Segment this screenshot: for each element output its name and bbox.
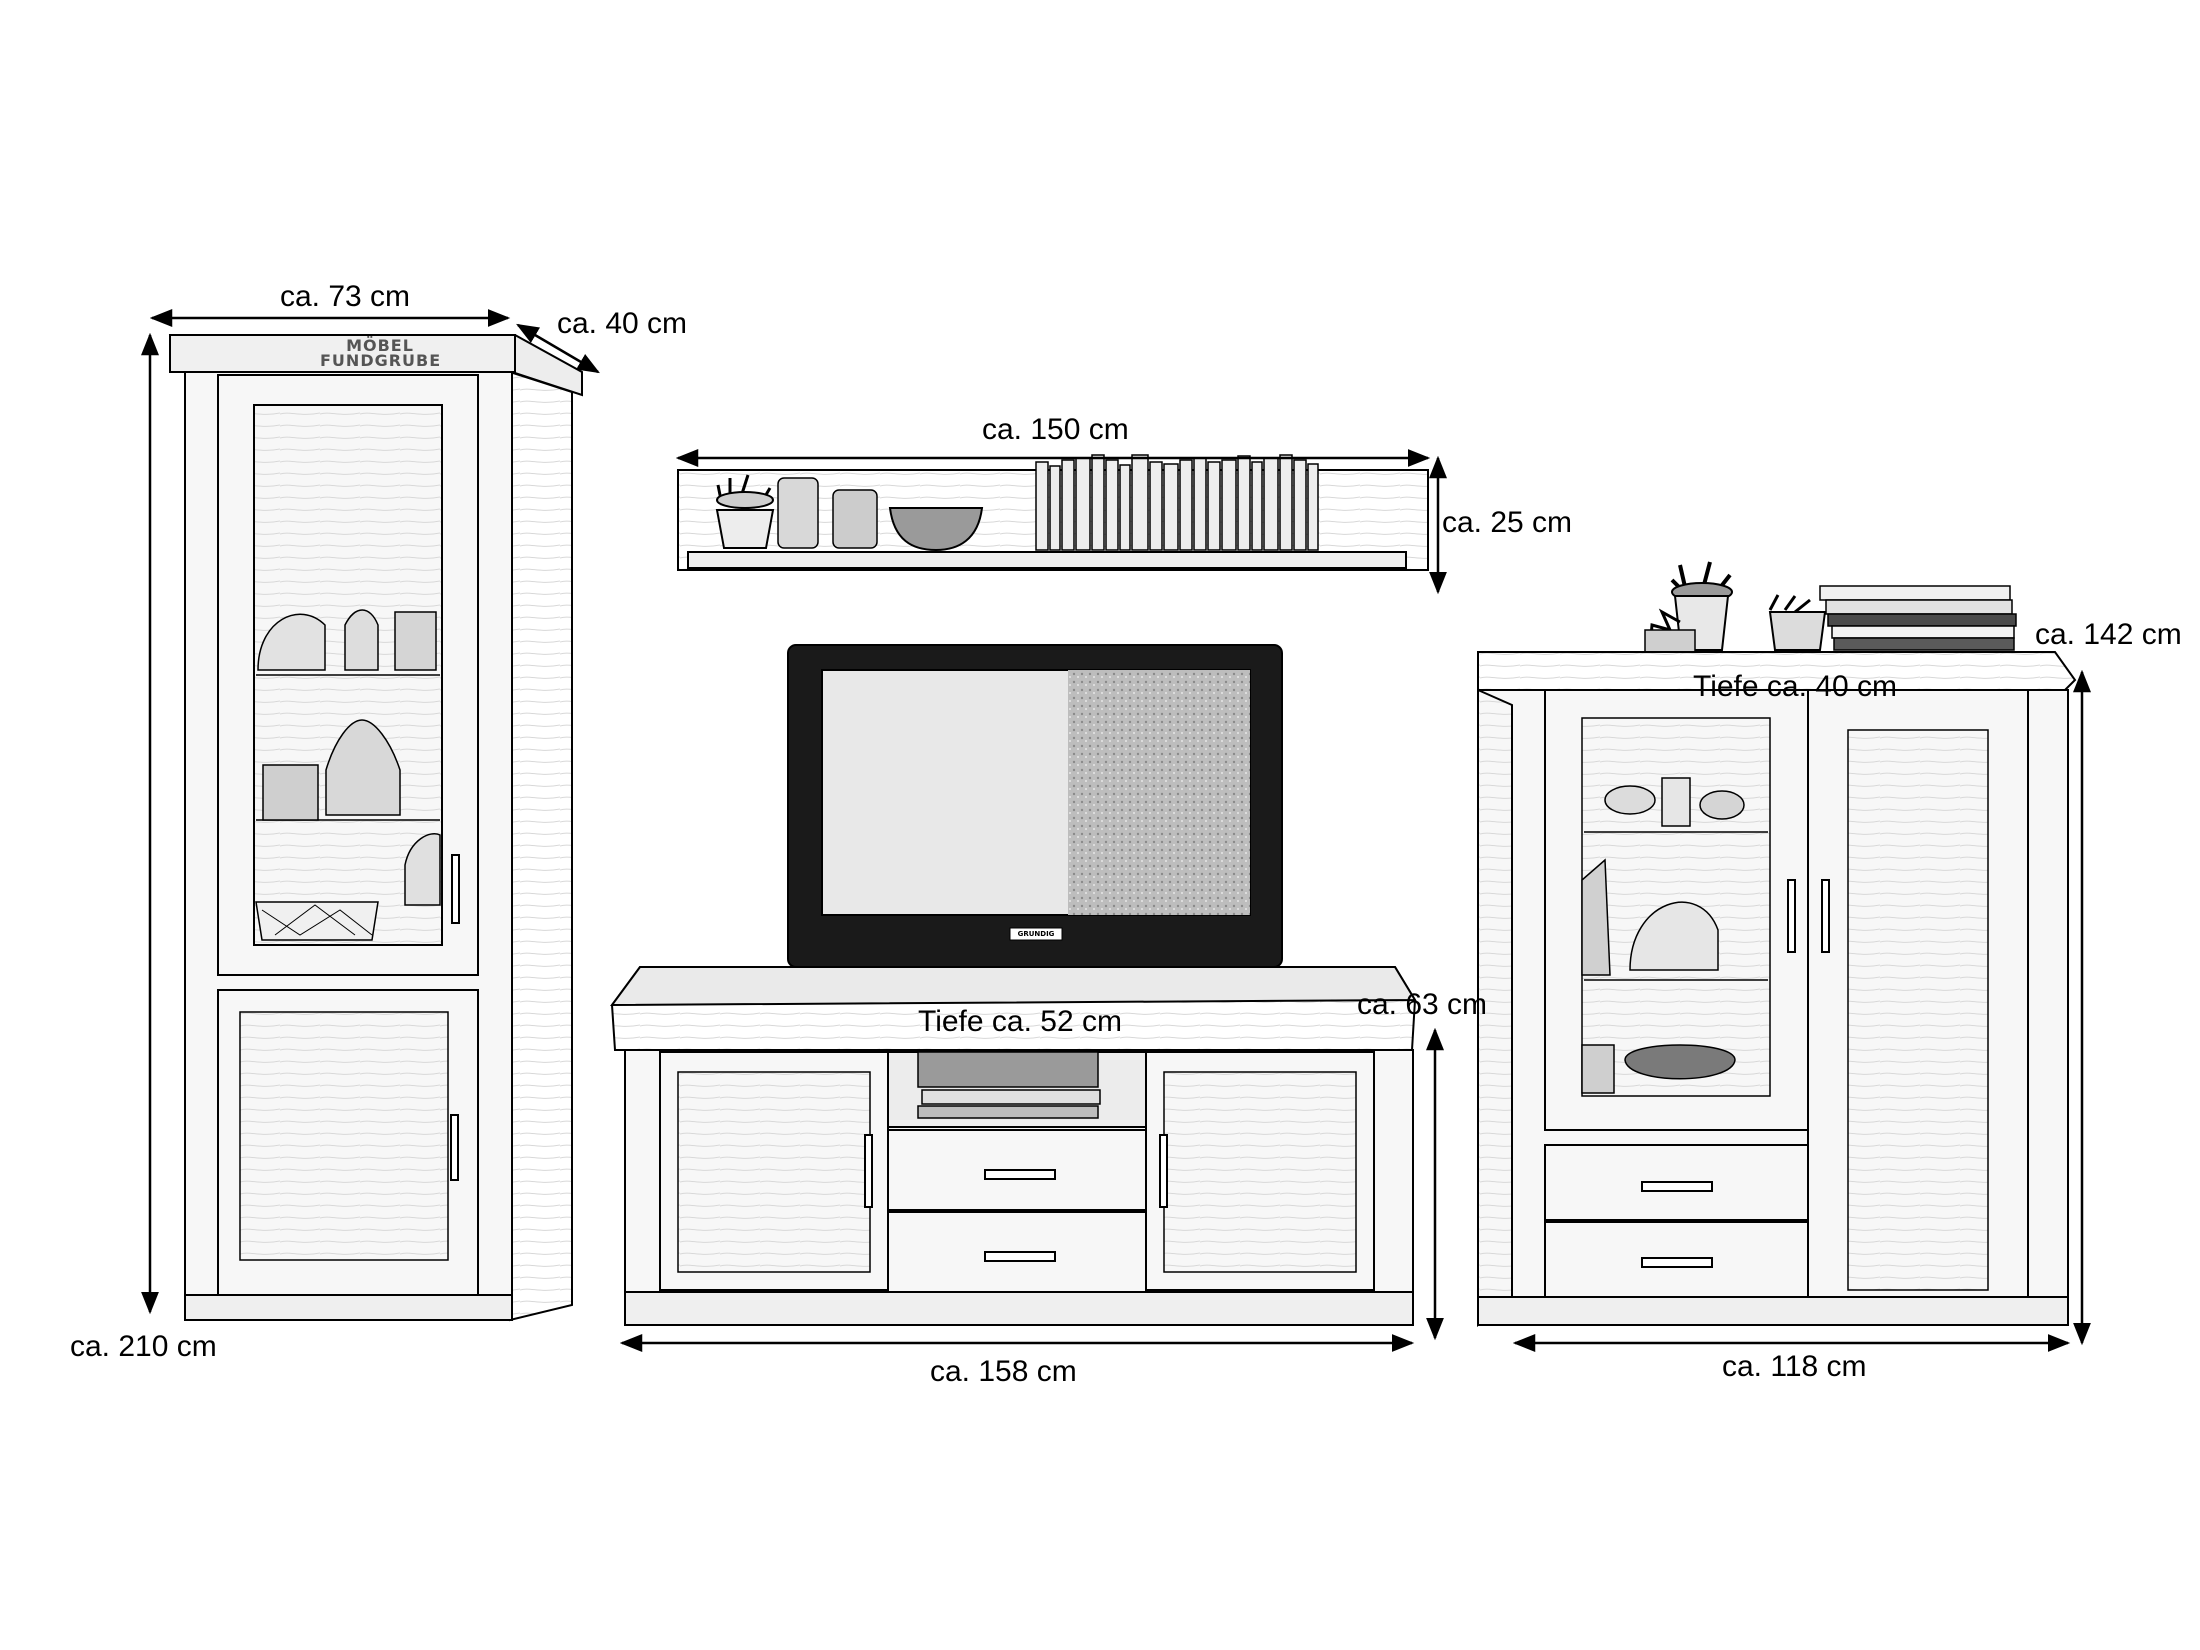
highboard-drawer-lower-handle xyxy=(1641,1257,1713,1268)
tv-board-drawer-lower-handle xyxy=(984,1251,1056,1262)
highboard-drawer-upper xyxy=(1544,1144,1809,1221)
tv-board xyxy=(610,966,1417,1326)
tv-board-left-door-handle xyxy=(864,1134,873,1208)
wall-shelf-board xyxy=(687,551,1407,569)
plant-icon xyxy=(1670,561,1732,601)
wall-shelf-width-label: ca. 150 cm xyxy=(982,413,1129,446)
tall-cabinet-plinth xyxy=(184,1294,513,1321)
tv-board-plinth xyxy=(624,1291,1414,1326)
brand-logo-line2: FUNDGRUBE xyxy=(320,351,442,370)
tall-cabinet-lower-door-handle xyxy=(450,1114,459,1181)
tall-cabinet-glass-door-handle xyxy=(451,854,460,924)
dimension-lines xyxy=(141,309,2091,1352)
highboard-drawer-upper-handle xyxy=(1641,1181,1713,1192)
highboard xyxy=(1477,561,2077,1327)
tv-board-right-door-handle xyxy=(1159,1134,1168,1208)
tall-cabinet xyxy=(168,334,583,1322)
tall-cabinet-side-panel xyxy=(509,370,573,1322)
tv-board-height-label: ca. 63 cm xyxy=(1357,988,1488,1021)
tv-board-drawer-upper-handle xyxy=(984,1169,1056,1180)
tall-cabinet-width-label: ca. 73 cm xyxy=(280,280,411,313)
tv-logo: GRUNDIG xyxy=(1017,930,1055,938)
book-row xyxy=(1035,454,1319,551)
plant-icon xyxy=(716,474,772,506)
highboard-solid-door-handle xyxy=(1821,879,1830,953)
tall-cabinet-depth-label: ca. 40 cm xyxy=(557,307,688,340)
tv-board-depth-label: Tiefe ca. 52 cm xyxy=(918,1005,1122,1038)
highboard-height-label: ca. 142 cm xyxy=(2035,618,2182,651)
brand-logo-line1: MÖBEL xyxy=(346,336,414,355)
tv-board-width-label: ca. 158 cm xyxy=(930,1355,1077,1388)
wall-shelf-height-label: ca. 25 cm xyxy=(1442,506,1573,539)
wall-shelf xyxy=(677,454,1429,571)
highboard-top xyxy=(1477,651,2077,691)
highboard-glass-door-handle xyxy=(1787,879,1796,953)
tall-cabinet-depth-arrow xyxy=(516,323,600,374)
highboard-depth-label: Tiefe ca. 40 cm xyxy=(1693,670,1897,703)
tv-set xyxy=(787,644,1283,996)
book-stack xyxy=(1819,585,2017,651)
tall-cabinet-height-label: ca. 210 cm xyxy=(70,1330,217,1363)
highboard-width-label: ca. 118 cm xyxy=(1722,1350,1867,1383)
brand-logo: MÖBEL FUNDGRUBE xyxy=(320,336,442,370)
highboard-plinth xyxy=(1477,1296,2069,1326)
